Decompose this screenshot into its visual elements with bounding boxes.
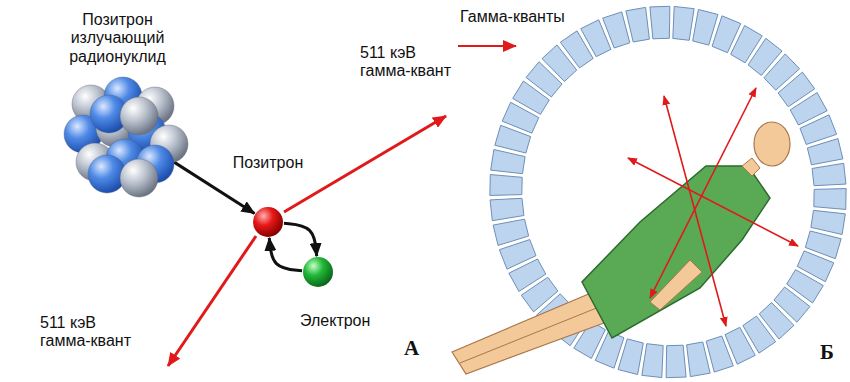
detector-block (800, 115, 837, 145)
detector-block (626, 7, 650, 42)
radionuclide-nucleus: Позитрон излучающий радионуклид (55, 70, 180, 182)
patient-figure (452, 122, 790, 374)
connector-arrow (284, 223, 317, 256)
gamma-pointer-arrow (458, 45, 516, 47)
positron-ball: Позитрон (252, 206, 284, 238)
node-shape (252, 206, 284, 238)
connector-arrow (269, 238, 302, 271)
node-label: Позитрон излучающий радионуклид (35, 11, 200, 66)
panel-letter: Б (818, 340, 836, 364)
detector-block (812, 163, 846, 185)
nucleon (120, 159, 158, 197)
detector-block (706, 336, 733, 372)
node-label: Электрон (300, 312, 400, 330)
detector-block (499, 240, 536, 270)
gamma-ray-up (284, 116, 446, 212)
gamma-label: Гамма-кванты (458, 8, 567, 26)
node-shape (302, 256, 334, 288)
gamma-label: 511 кэВ гамма-квант (360, 44, 470, 81)
detector-block (687, 342, 711, 377)
gamma-label: 511 кэВ гамма-квант (40, 314, 150, 351)
detector-block (490, 198, 524, 220)
detector-block (490, 175, 522, 196)
detector-block (814, 189, 846, 210)
node-label: Позитрон (222, 154, 314, 172)
particle (253, 207, 283, 237)
detector-block (807, 139, 843, 165)
detector-block (650, 6, 670, 38)
gamma-ray-lines (628, 88, 798, 326)
detector-block (642, 344, 663, 378)
detector-block (603, 12, 630, 48)
electron-ball: Электрон (302, 256, 334, 288)
nucleon (120, 97, 158, 135)
detector-block (493, 219, 529, 245)
detector-block (811, 210, 845, 234)
node-shape (55, 70, 180, 182)
gamma-ray-down (168, 236, 256, 366)
detector-block (673, 6, 694, 40)
detector-block (666, 345, 686, 377)
particle (303, 257, 333, 287)
panel-letter: А (404, 336, 419, 360)
detector-block (491, 150, 525, 174)
